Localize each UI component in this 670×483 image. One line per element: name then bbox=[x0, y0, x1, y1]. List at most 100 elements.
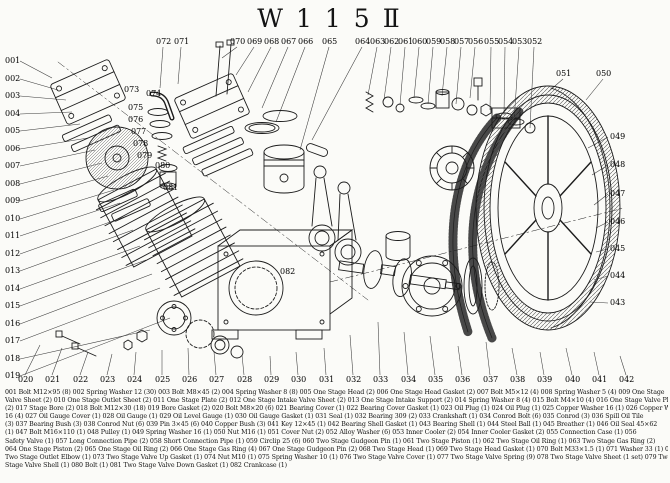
callout-078: 078 bbox=[133, 139, 149, 148]
piston-rings bbox=[244, 110, 298, 134]
callout-082: 082 bbox=[280, 267, 296, 276]
callout-055: 055 bbox=[484, 37, 500, 46]
callout-054: 054 bbox=[498, 37, 514, 46]
callout-070: 070 bbox=[230, 37, 246, 46]
callout-058: 058 bbox=[440, 37, 456, 46]
callout-068: 068 bbox=[264, 37, 280, 46]
callout-051: 051 bbox=[556, 69, 572, 78]
callout-013: 013 bbox=[5, 266, 21, 275]
callout-065: 065 bbox=[322, 37, 338, 46]
callout-014: 014 bbox=[5, 284, 21, 293]
callout-059: 059 bbox=[426, 37, 442, 46]
callout-069: 069 bbox=[247, 37, 263, 46]
callout-047: 047 bbox=[610, 189, 626, 198]
head-bolts bbox=[215, 39, 235, 97]
callout-015: 015 bbox=[5, 301, 21, 310]
callout-020: 020 bbox=[18, 375, 34, 384]
callout-080: 080 bbox=[155, 161, 171, 170]
callout-043: 043 bbox=[610, 298, 626, 307]
crankcase bbox=[211, 229, 354, 340]
callout-057: 057 bbox=[454, 37, 470, 46]
one-stage-cylinder-front bbox=[144, 196, 244, 298]
safety-valve bbox=[473, 77, 483, 101]
callout-073: 073 bbox=[124, 85, 140, 94]
callout-002: 002 bbox=[5, 74, 21, 83]
callout-050: 050 bbox=[596, 69, 612, 78]
leader-lines bbox=[19, 46, 627, 377]
parts-list-line: 16 (4) 027 Oil Gauge Cover (1) 028 Oil G… bbox=[5, 413, 644, 421]
callout-006: 006 bbox=[5, 144, 21, 153]
callout-048: 048 bbox=[610, 160, 626, 169]
parts-list-line: 001 Bolt M12×95 (8) 002 Spring Washer 12… bbox=[5, 389, 665, 396]
parts-list-line: 064 One Stage Piston (2) 065 One Stage O… bbox=[5, 445, 668, 453]
callout-012: 012 bbox=[5, 249, 21, 258]
callout-066: 066 bbox=[298, 37, 314, 46]
callout-071: 071 bbox=[174, 37, 190, 46]
parts-list-line: (2) 017 Stage Bore (2) 018 Bolt M12×30 (… bbox=[5, 405, 668, 413]
parts-list-line: (3) 037 Bearing Bush (3) 038 Conrod Nut … bbox=[5, 421, 658, 429]
callout-007: 007 bbox=[5, 161, 21, 170]
callout-038: 038 bbox=[510, 375, 526, 384]
callout-030: 030 bbox=[291, 375, 307, 384]
callout-035: 035 bbox=[428, 375, 444, 384]
callout-026: 026 bbox=[182, 375, 198, 384]
callout-056: 056 bbox=[468, 37, 484, 46]
callout-021: 021 bbox=[45, 375, 61, 384]
callout-034: 034 bbox=[401, 375, 417, 384]
parts-list-line: (1) 047 Bolt M16×110 (1) 048 Pulley (1) … bbox=[5, 429, 637, 437]
gudgeon-pin bbox=[305, 143, 329, 157]
flywheel bbox=[475, 85, 621, 331]
callout-042: 042 bbox=[619, 375, 635, 384]
callout-079: 079 bbox=[137, 151, 153, 160]
two-stage-piston bbox=[385, 231, 411, 261]
callout-075: 075 bbox=[128, 103, 144, 112]
callout-008: 008 bbox=[5, 179, 21, 188]
two-stage-outlet-elbow bbox=[149, 91, 175, 121]
callout-024: 024 bbox=[127, 375, 143, 384]
callout-010: 010 bbox=[5, 214, 21, 223]
callout-011: 011 bbox=[5, 231, 21, 240]
callout-060: 060 bbox=[412, 37, 428, 46]
parts-list: 001 Bolt M12×95 (8) 002 Spring Washer 12… bbox=[5, 389, 668, 470]
callout-074: 074 bbox=[146, 89, 162, 98]
callout-077: 077 bbox=[131, 127, 147, 136]
callout-017: 017 bbox=[5, 336, 21, 345]
callout-029: 029 bbox=[264, 375, 280, 384]
callout-081: 081 bbox=[163, 183, 179, 192]
connecting-rod-2 bbox=[334, 181, 362, 266]
callout-039: 039 bbox=[537, 375, 553, 384]
callout-062: 062 bbox=[384, 37, 400, 46]
callout-044: 044 bbox=[610, 271, 626, 280]
callout-016: 016 bbox=[5, 319, 21, 328]
parts-list-line: Stage Valve Shell (1) 080 Bolt (1) 081 T… bbox=[5, 461, 288, 469]
parts-list-line: Valve Sheet (2) 010 One Stage Outlet She… bbox=[5, 397, 668, 405]
two-stage-valve-stack bbox=[147, 108, 178, 190]
callout-023: 023 bbox=[100, 375, 116, 384]
valve-plate-disc bbox=[85, 126, 149, 190]
bearing-cover-parts bbox=[55, 300, 244, 359]
callout-022: 022 bbox=[73, 375, 89, 384]
callout-031: 031 bbox=[319, 375, 335, 384]
callout-046: 046 bbox=[610, 217, 626, 226]
two-stage-head bbox=[429, 145, 475, 191]
one-stage-piston bbox=[263, 144, 305, 194]
callout-005: 005 bbox=[5, 126, 21, 135]
parts-list-line: Two Stage Outlet Elbow (1) 073 Two Stage… bbox=[5, 453, 668, 461]
callout-063: 063 bbox=[370, 37, 386, 46]
callout-036: 036 bbox=[455, 375, 471, 384]
page-title: W115Ⅱ bbox=[257, 4, 413, 33]
callout-003: 003 bbox=[5, 91, 21, 100]
callout-037: 037 bbox=[483, 375, 499, 384]
callout-052: 052 bbox=[527, 37, 543, 46]
callout-019: 019 bbox=[5, 371, 21, 380]
callout-018: 018 bbox=[5, 354, 21, 363]
callout-064: 064 bbox=[355, 37, 371, 46]
callout-067: 067 bbox=[281, 37, 297, 46]
callout-041: 041 bbox=[592, 375, 608, 384]
callout-001: 001 bbox=[5, 56, 21, 65]
callout-004: 004 bbox=[5, 109, 21, 118]
valve-plate-stack-right bbox=[182, 126, 254, 177]
